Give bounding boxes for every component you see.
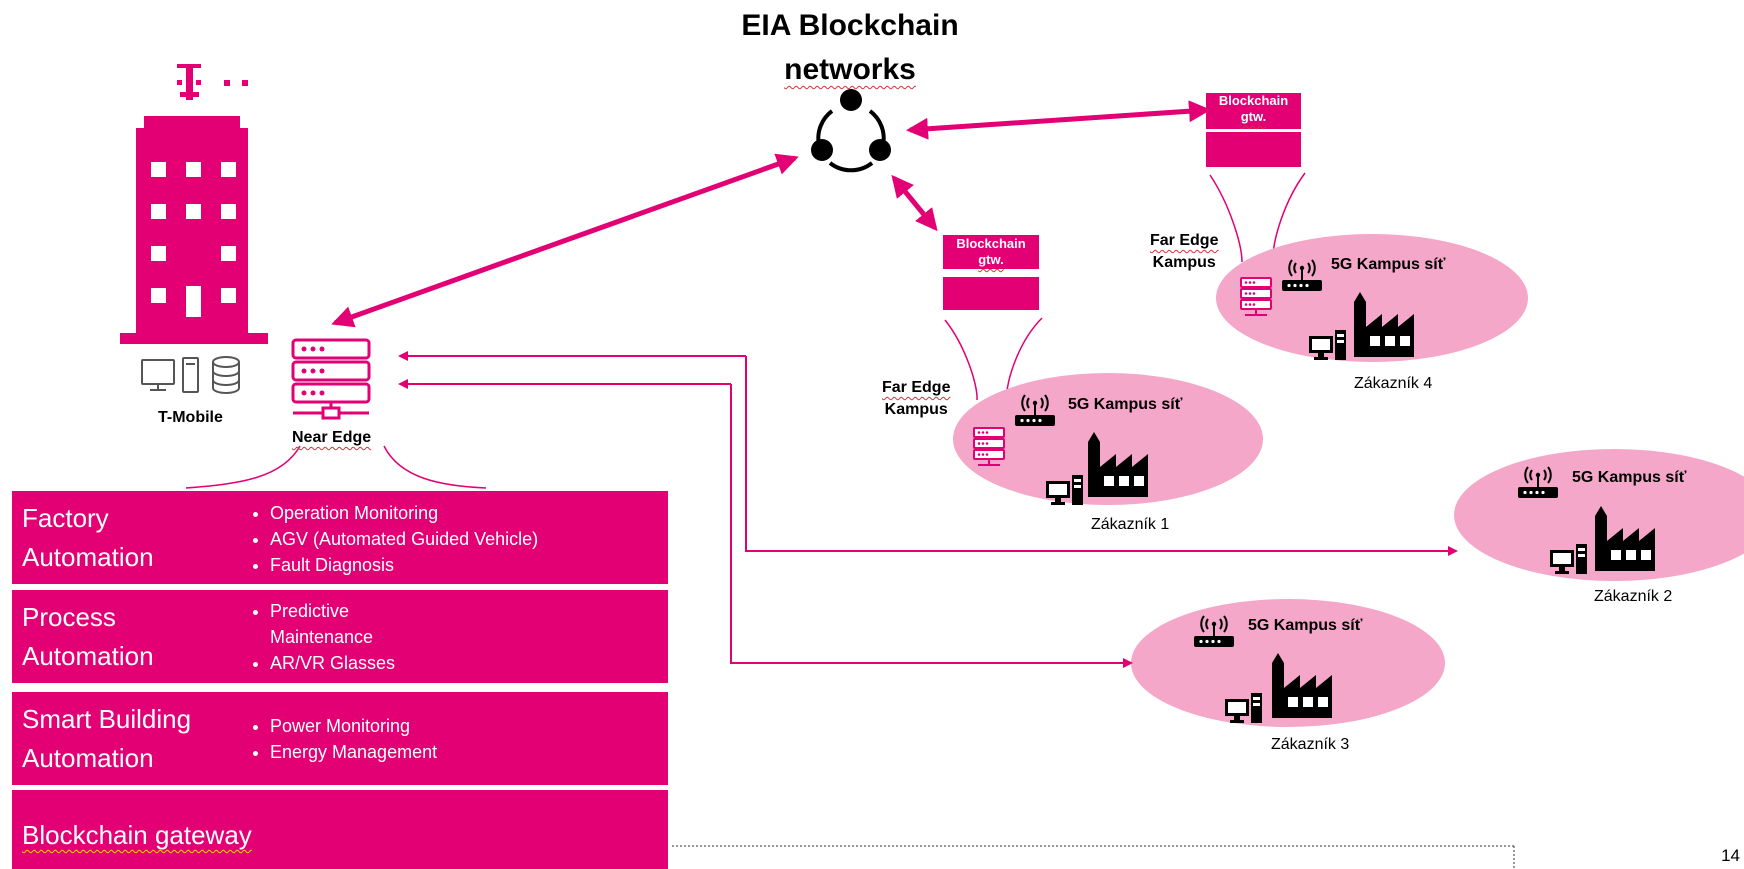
blockchain-gateway-band-label: Blockchain gateway xyxy=(22,820,252,850)
list-item: Operation Monitoring xyxy=(270,500,670,526)
t-mobile-building-icon xyxy=(120,116,268,344)
use-case-heading: Smart Building Automation xyxy=(22,704,192,773)
use-case-band-process: Process Automation Predictive Maintenanc… xyxy=(12,590,668,683)
network-label-4: 5G Kampus síť xyxy=(1331,256,1446,273)
far-edge-server-icon-1 xyxy=(973,427,1005,466)
use-case-band-smart-building: Smart Building Automation Power Monitori… xyxy=(12,692,668,785)
page-title-line1: EIA Blockchain xyxy=(741,9,959,42)
customer-name-2: Zákazník 2 xyxy=(1594,588,1673,605)
far-edge-server-icon-2 xyxy=(1240,277,1272,316)
t-logo-icon xyxy=(177,64,248,100)
use-case-heading: Factory Automation xyxy=(22,503,154,572)
list-item: Predictive Maintenance xyxy=(270,598,670,650)
network-label-1: 5G Kampus síť xyxy=(1068,396,1183,413)
page-title-line2: networks xyxy=(784,53,916,86)
connector-customer-2 xyxy=(745,356,1458,556)
blockchain-network-icon xyxy=(811,89,891,173)
list-item: AR/VR Glasses xyxy=(270,650,670,676)
far-edge-label-1: Far Edge Kampus xyxy=(882,379,951,418)
customer-name-3: Zákazník 3 xyxy=(1271,736,1350,753)
arrow-near-edge-to-blockchain xyxy=(331,153,799,328)
t-mobile-label: T-Mobile xyxy=(158,409,223,426)
near-edge-label: Near Edge xyxy=(292,429,372,446)
t-mobile-devices-icon xyxy=(141,356,240,394)
customer-name-4: Zákazník 4 xyxy=(1354,375,1433,392)
customer-3-network-area xyxy=(1131,599,1445,727)
use-case-list: Power Monitoring Energy Management xyxy=(244,713,670,765)
near-edge-server-icon xyxy=(291,338,371,420)
network-label-3: 5G Kampus síť xyxy=(1248,617,1363,634)
use-case-list: Operation Monitoring AGV (Automated Guid… xyxy=(244,500,670,578)
near-edge-left-arc xyxy=(185,445,301,489)
use-case-band-factory: Factory Automation Operation Monitoring … xyxy=(12,491,668,584)
use-case-list: Predictive Maintenance AR/VR Glasses xyxy=(244,598,670,676)
use-case-heading: Process Automation xyxy=(22,602,154,671)
arrow-blockchain-to-gtw-left xyxy=(891,174,938,232)
blockchain-gateway-band: Blockchain gateway xyxy=(12,790,668,869)
page-title: EIA Blockchain networks xyxy=(700,4,1000,92)
customer-name-1: Zákazník 1 xyxy=(1091,516,1170,533)
blockchain-gateway-left-box xyxy=(943,235,1039,310)
list-item: AGV (Automated Guided Vehicle) xyxy=(270,526,670,552)
arrow-blockchain-to-gtw-right xyxy=(906,100,1211,140)
near-edge-right-arc xyxy=(383,445,487,489)
page-number: 14 xyxy=(1721,846,1740,865)
far-edge-label-2: Far Edge Kampus xyxy=(1150,232,1219,271)
connector-customer-3 xyxy=(730,384,1133,668)
customer-1-network-area xyxy=(953,373,1263,505)
blockchain-gateway-right-box xyxy=(1206,93,1301,167)
network-label-2: 5G Kampus síť xyxy=(1572,469,1687,486)
list-item: Power Monitoring xyxy=(270,713,670,739)
list-item: Energy Management xyxy=(270,739,670,765)
blockchain-gateway-left-label: Blockchain gtw. xyxy=(956,236,1026,267)
list-item: Fault Diagnosis xyxy=(270,552,670,578)
blockchain-gateway-right-label: Blockchain gtw. xyxy=(1218,93,1289,124)
